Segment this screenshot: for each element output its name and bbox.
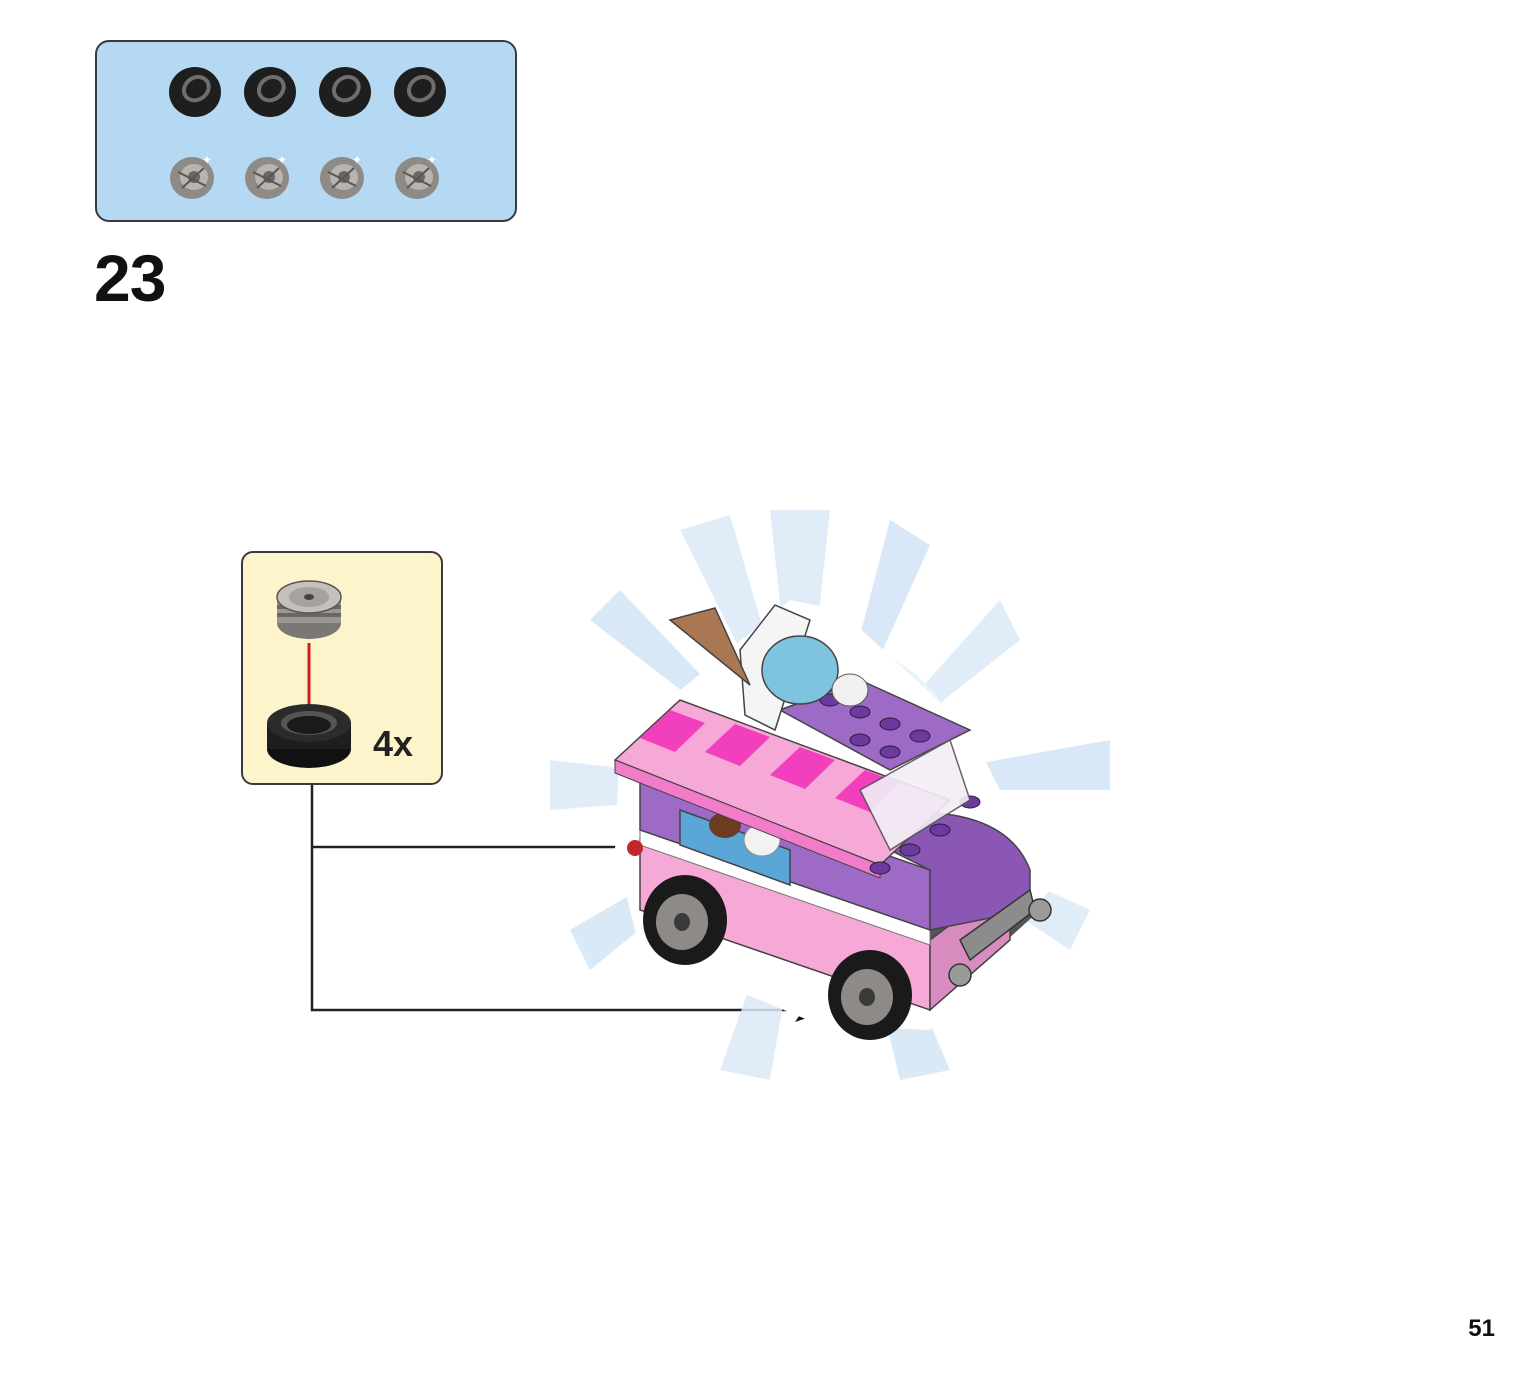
step-number: 23 [94,241,166,315]
sub-assembly-callout: 4x [241,551,443,785]
tire-icon [169,67,221,117]
parts-list-box: ✦ ✦ ✦ ✦ [95,40,517,222]
windshield [859,738,971,852]
headlight [1028,898,1052,922]
headlight [948,963,972,987]
rear-wheel [643,875,727,965]
leader-line-lower [310,847,805,1012]
ice-cream-scoop [761,635,839,705]
ice-cream-van-model [550,510,1110,1080]
parts-list-icons: ✦ ✦ ✦ ✦ [169,67,446,199]
quantity-label: 4x [373,723,414,764]
wheel-rim-icon: ✦ [320,153,364,199]
tire-icon [267,704,351,768]
wheel-rim-icon [276,580,342,639]
front-wheel [828,950,912,1040]
tire-icon [394,67,446,117]
wheel-rim-icon: ✦ [170,153,214,199]
cone [668,607,751,686]
wheel-rim-icon: ✦ [395,153,439,199]
wheel-rim-icon: ✦ [245,153,289,199]
svg-text:✦: ✦ [277,153,287,167]
svg-text:✦: ✦ [352,153,362,167]
tire-icon [244,67,296,117]
svg-text:✦: ✦ [427,153,437,167]
callout-illustration [267,580,351,768]
tail-light [627,840,643,856]
svg-text:✦: ✦ [202,153,212,167]
tire-icon [319,67,371,117]
page-number: 51 [1468,1315,1495,1342]
